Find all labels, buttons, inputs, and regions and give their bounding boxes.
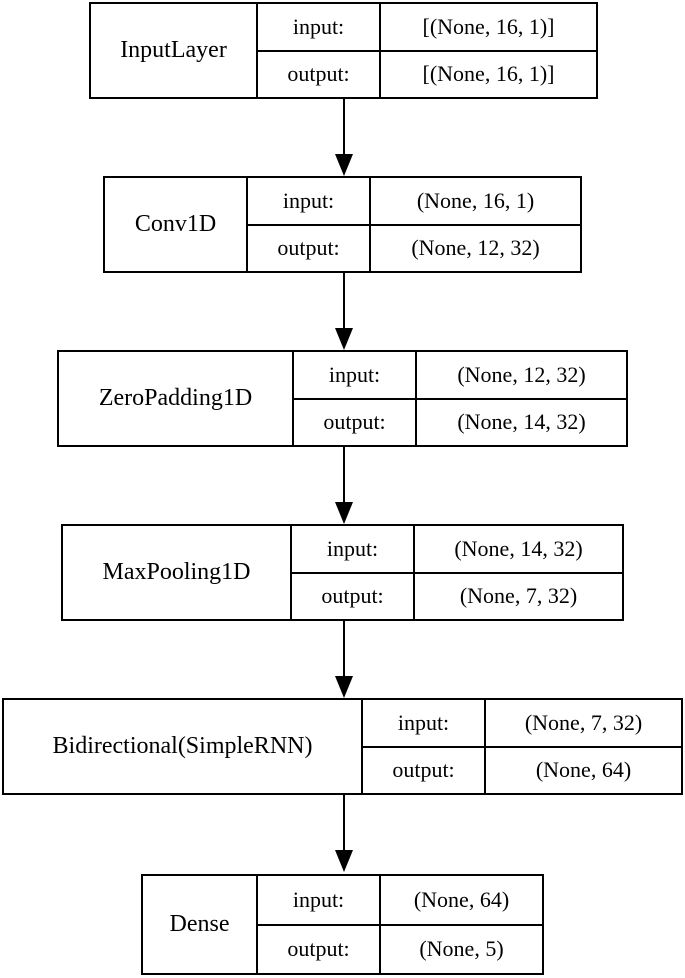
arrowhead-icon	[335, 676, 353, 698]
layer-node-zeropadding1d: ZeroPadding1D input: output: (None, 12, …	[57, 350, 628, 447]
output-label: output:	[323, 409, 386, 435]
output-label: output:	[287, 61, 350, 87]
layer-node-bidirectional-simplernn: Bidirectional(SimpleRNN) input: output: …	[2, 698, 683, 795]
input-label: input:	[258, 876, 379, 926]
output-shape: (None, 14, 32)	[457, 409, 586, 435]
output-label: output:	[392, 757, 455, 783]
arrowhead-icon	[335, 502, 353, 524]
arrowhead-icon	[335, 328, 353, 350]
layer-node-dense: Dense input: output: (None, 64) (None, 5…	[141, 874, 544, 975]
input-label: input:	[248, 178, 369, 226]
layer-node-maxpooling1d: MaxPooling1D input: output: (None, 14, 3…	[61, 524, 624, 621]
input-label: input:	[258, 4, 379, 52]
connector-line	[343, 273, 345, 330]
output-shape: [(None, 16, 1)]	[422, 61, 555, 87]
output-label: output:	[287, 936, 350, 962]
arrowhead-icon	[335, 154, 353, 176]
output-label: output:	[277, 235, 340, 261]
layer-name: ZeroPadding1D	[59, 352, 294, 445]
layer-name: Dense	[143, 876, 258, 973]
input-shape: (None, 12, 32)	[417, 352, 626, 400]
output-shape: (None, 5)	[419, 936, 504, 962]
output-shape: (None, 7, 32)	[459, 583, 578, 609]
layer-name: Conv1D	[105, 178, 248, 271]
layer-name: MaxPooling1D	[63, 526, 292, 619]
layer-node-conv1d: Conv1D input: output: (None, 16, 1) (Non…	[103, 176, 582, 273]
connector-line	[343, 99, 345, 156]
input-shape: (None, 7, 32)	[486, 700, 681, 748]
layer-name: Bidirectional(SimpleRNN)	[4, 700, 363, 793]
input-shape: (None, 14, 32)	[415, 526, 622, 574]
input-label: input:	[363, 700, 484, 748]
output-label: output:	[321, 583, 384, 609]
connector-line	[343, 795, 345, 852]
connector-line	[343, 621, 345, 678]
input-label: input:	[294, 352, 415, 400]
input-shape: [(None, 16, 1)]	[381, 4, 596, 52]
output-shape: (None, 64)	[535, 757, 632, 783]
input-label: input:	[292, 526, 413, 574]
output-shape: (None, 12, 32)	[411, 235, 540, 261]
layer-name: InputLayer	[91, 4, 258, 97]
arrowhead-icon	[335, 850, 353, 872]
connector-line	[343, 447, 345, 504]
layer-node-inputlayer: InputLayer input: output: [(None, 16, 1)…	[89, 2, 598, 99]
input-shape: (None, 64)	[381, 876, 542, 926]
input-shape: (None, 16, 1)	[371, 178, 580, 226]
